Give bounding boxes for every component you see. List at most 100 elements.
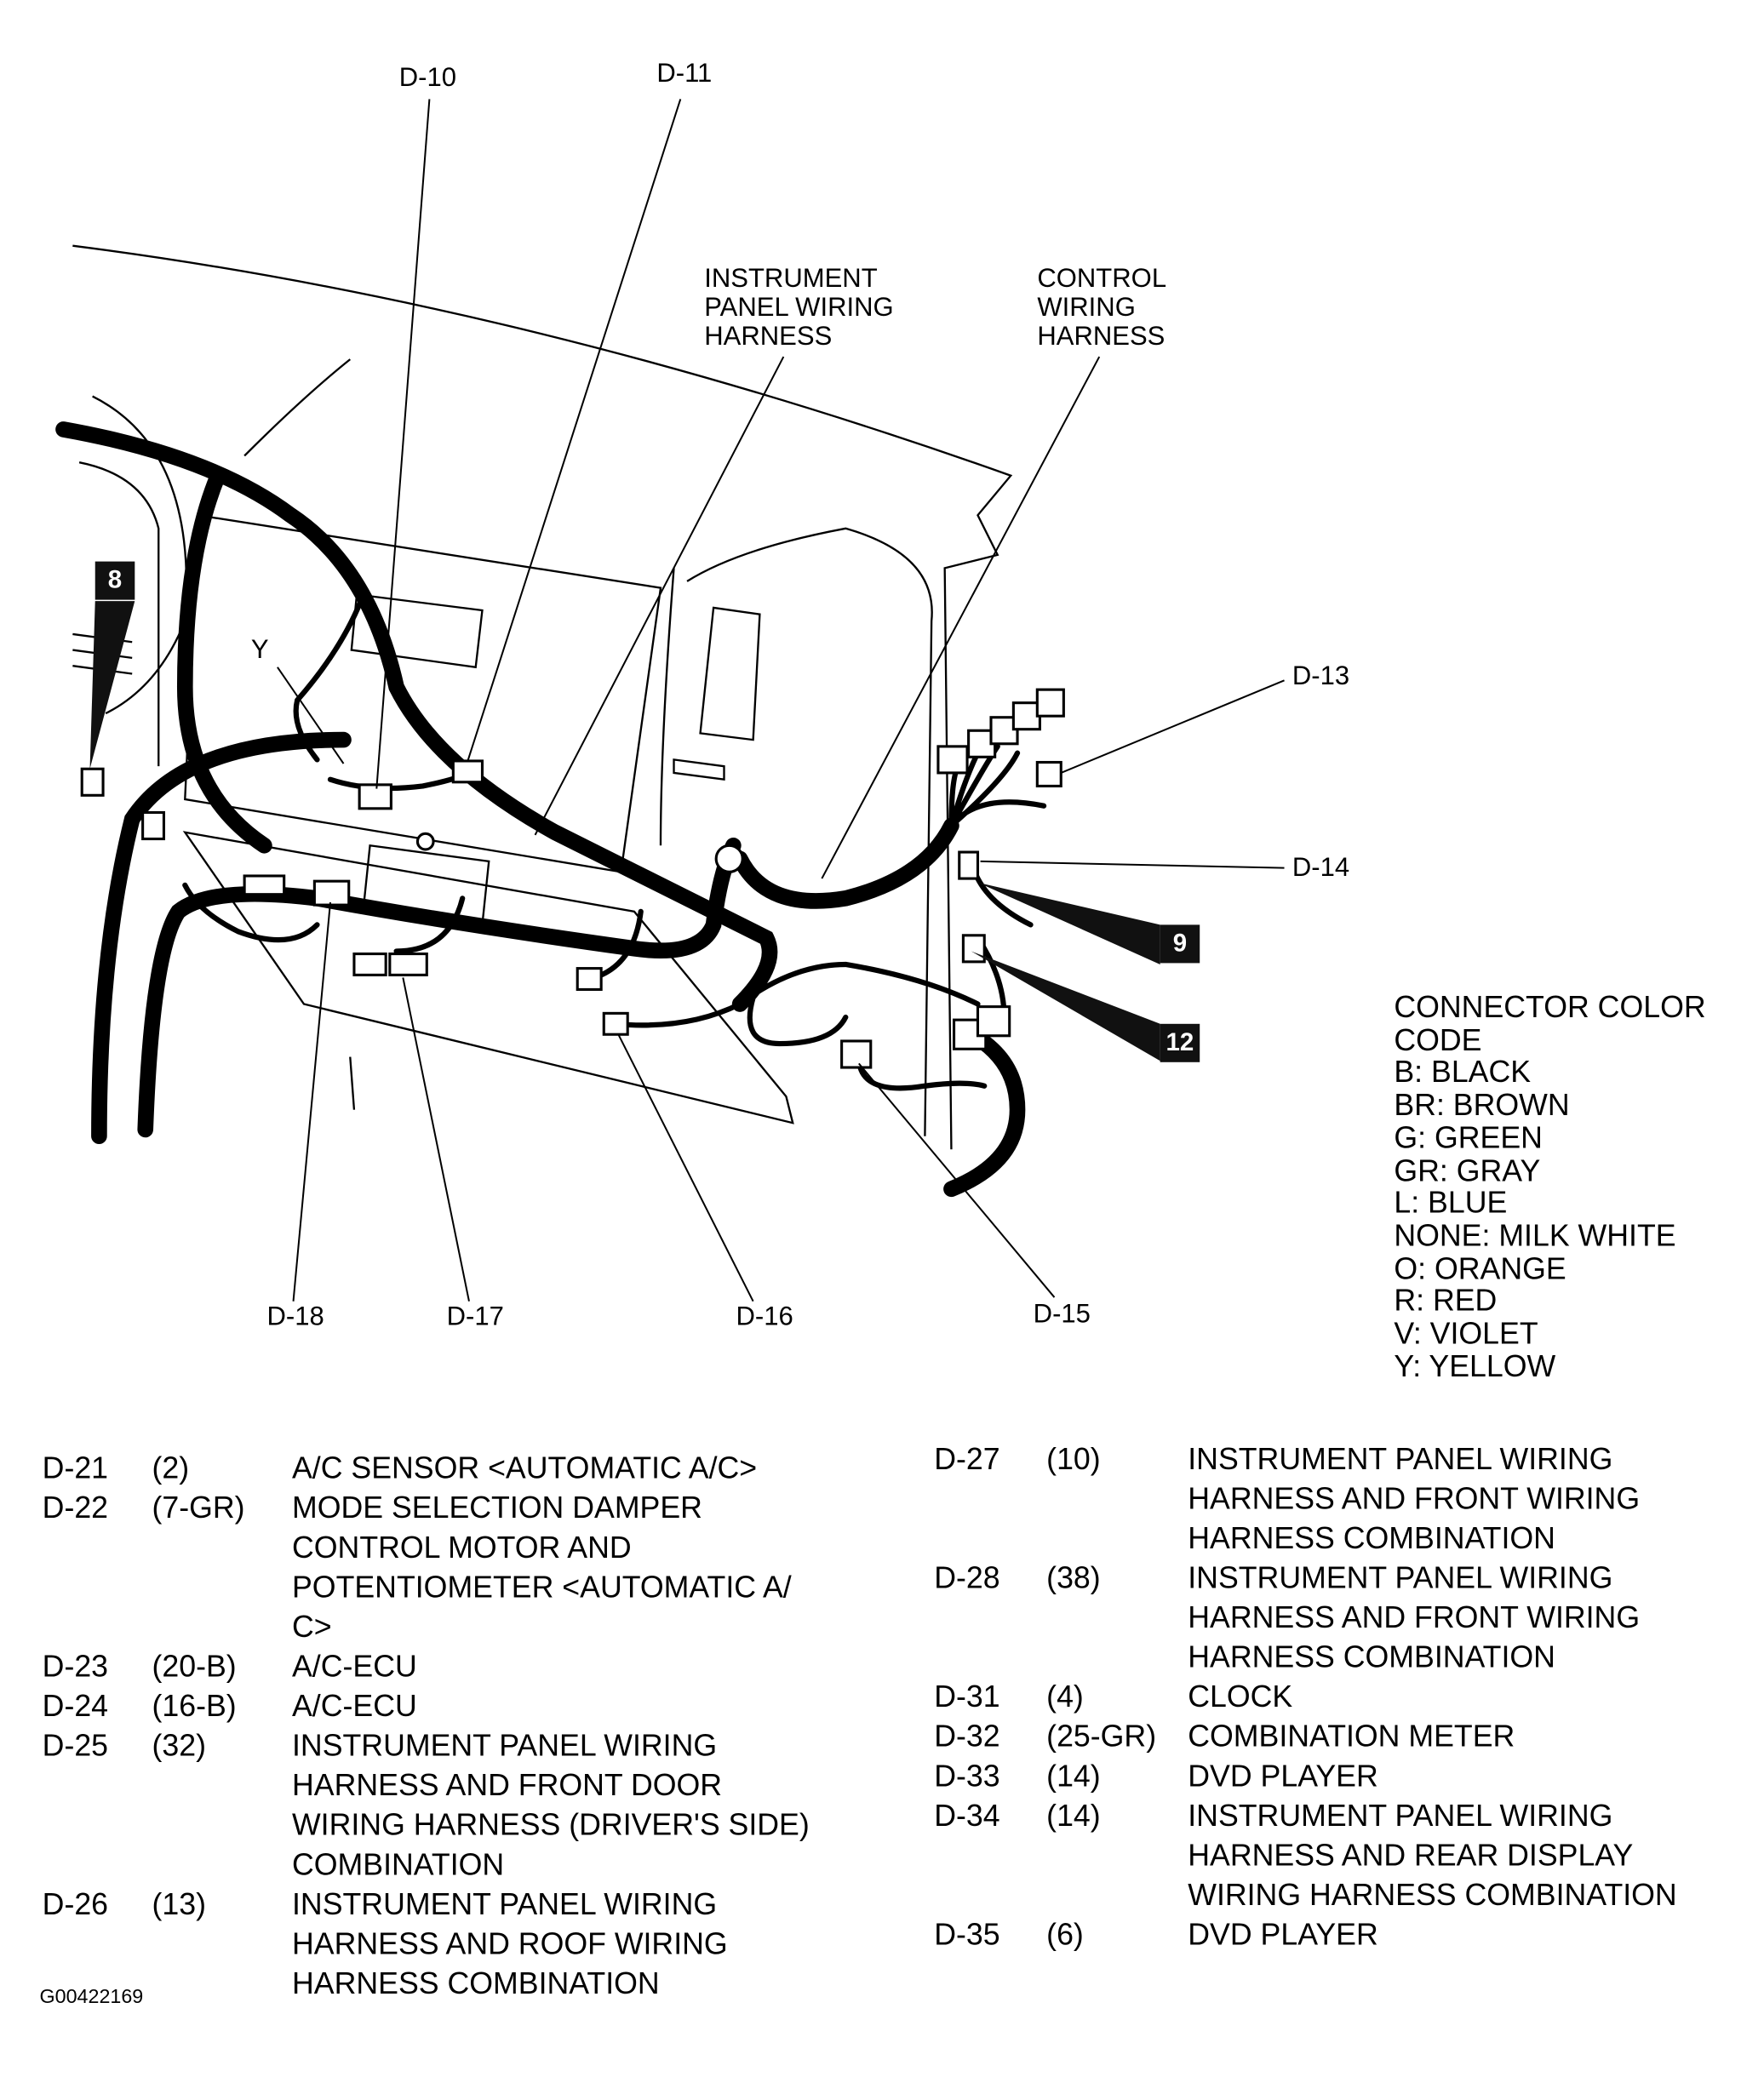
label-line: INSTRUMENT <box>704 264 878 294</box>
connector-description: INSTRUMENT PANEL WIRING <box>1188 1441 1613 1476</box>
connector-id: D-34 <box>934 1798 1000 1833</box>
connector-spec: (38) <box>1046 1559 1101 1595</box>
connector-description: HARNESS AND FRONT WIRING <box>1188 1599 1641 1634</box>
connector-spec: (14) <box>1046 1798 1101 1833</box>
color-code-item: V: VIOLET <box>1394 1315 1538 1351</box>
color-code-item: G: GREEN <box>1394 1119 1543 1155</box>
connector-description: HARNESS AND ROOF WIRING <box>291 1925 728 1961</box>
connector-row: D-35 (6) DVD PLAYER <box>934 1914 1676 1954</box>
connector-spec: (16-B) <box>152 1688 237 1723</box>
connector-description: INSTRUMENT PANEL WIRING <box>291 1728 718 1763</box>
connector-id: D-32 <box>934 1719 1000 1754</box>
connector-id: D-22 <box>42 1490 109 1525</box>
connector-id: D-23 <box>42 1648 109 1684</box>
connector-id: D-33 <box>934 1758 1000 1794</box>
label-line: HARNESS <box>704 322 833 352</box>
instrument-panel-harness-label: INSTRUMENT PANEL WIRING HARNESS <box>704 264 893 351</box>
label-line: PANEL WIRING <box>704 293 894 323</box>
callout-d10: D-10 <box>398 63 456 93</box>
connector-description: MODE SELECTION DAMPER <box>291 1490 702 1525</box>
connector-spec: (25-GR) <box>1046 1719 1157 1754</box>
connector-id: D-24 <box>42 1688 109 1723</box>
color-code-item: BR: BROWN <box>1394 1087 1570 1122</box>
callout-d11: D-11 <box>656 59 713 89</box>
connector-table-left: D-21(2)A/C SENSOR <AUTOMATIC A/C>D-22(7-… <box>43 1448 810 2003</box>
callout-d18: D-18 <box>266 1302 324 1332</box>
connector-spec: (13) <box>152 1886 206 1921</box>
connector-description: WIRING HARNESS (DRIVER'S SIDE) <box>291 1807 810 1842</box>
color-code-item: R: RED <box>1394 1283 1498 1318</box>
connector-spec: (10) <box>1046 1441 1101 1476</box>
connector-row: D-25 (32) INSTRUMENT PANEL WIRING HARNESS A… <box>43 1725 810 1884</box>
connector-description: A/C-ECU <box>291 1688 417 1723</box>
connector-row: D-27 (10) INSTRUMENT PANEL WIRING HARNESS A… <box>934 1439 1676 1558</box>
connector-description: INSTRUMENT PANEL WIRING <box>291 1886 718 1921</box>
callout-y: Y <box>250 635 269 665</box>
connector-id: D-28 <box>934 1559 1000 1595</box>
connector-description: HARNESS COMBINATION <box>291 1965 660 2000</box>
connector-row: D-28 (38) INSTRUMENT PANEL WIRING HARNESS A… <box>934 1558 1676 1677</box>
connector-spec: (14) <box>1046 1758 1101 1794</box>
connector-id: D-35 <box>934 1916 1000 1952</box>
connector-description: COMBINATION METER <box>1188 1719 1515 1754</box>
connector-description: DVD PLAYER <box>1188 1758 1378 1794</box>
connector-spec: (32) <box>152 1728 206 1763</box>
connector-id: D-31 <box>934 1679 1000 1714</box>
control-harness-label: CONTROL WIRING HARNESS <box>1037 264 1166 351</box>
callout-d14: D-14 <box>1292 853 1350 883</box>
connector-description: A/C-ECU <box>291 1648 417 1684</box>
figure-id: G00422169 <box>39 1985 144 2009</box>
callout-d13: D-13 <box>1292 661 1350 691</box>
connector-id: D-26 <box>42 1886 109 1921</box>
connector-description: DVD PLAYER <box>1188 1916 1378 1952</box>
color-code-item: NONE: MILK WHITE <box>1394 1217 1676 1253</box>
color-code-item: O: ORANGE <box>1394 1250 1566 1285</box>
connector-description: INSTRUMENT PANEL WIRING <box>1188 1798 1613 1833</box>
connector-description: HARNESS AND FRONT DOOR <box>291 1767 723 1802</box>
color-code-item: L: BLUE <box>1394 1185 1508 1220</box>
leader-lines <box>277 99 1285 1302</box>
connector-description: HARNESS AND REAR DISPLAY <box>1188 1837 1634 1873</box>
connector-row: D-23(20-B)A/C-ECU <box>43 1646 810 1686</box>
connector-row: D-24 (16-B) A/C-ECU <box>43 1685 810 1725</box>
connector-spec: (7-GR) <box>152 1490 245 1525</box>
callout-d15: D-15 <box>1033 1300 1091 1330</box>
reference-box-9: 9 <box>1160 924 1200 964</box>
connector-id: D-27 <box>934 1441 1000 1476</box>
callout-d16: D-16 <box>736 1302 793 1332</box>
color-code-item: B: BLACK <box>1394 1055 1532 1090</box>
reference-box-8: 8 <box>94 561 135 600</box>
connector-table-right: D-27 (10) INSTRUMENT PANEL WIRING HARNESS A… <box>934 1439 1676 1954</box>
connector-description: WIRING HARNESS COMBINATION <box>1188 1877 1677 1912</box>
connector-description: HARNESS COMBINATION <box>1188 1639 1555 1674</box>
connector-description: INSTRUMENT PANEL WIRING <box>1188 1559 1613 1595</box>
connector-id: D-25 <box>42 1728 109 1763</box>
connector-row: D-31 (4) CLOCK <box>934 1676 1676 1716</box>
legend-title: CODE <box>1394 1021 1482 1057</box>
connector-description: HARNESS AND FRONT WIRING <box>1188 1480 1641 1516</box>
callout-d17: D-17 <box>446 1302 504 1332</box>
connector-row: D-21(2)A/C SENSOR <AUTOMATIC A/C> <box>43 1448 810 1488</box>
connector-description: HARNESS COMBINATION <box>1188 1520 1555 1555</box>
connector-row: D-26 (13) INSTRUMENT PANEL WIRING HARNESS A… <box>43 1884 810 2003</box>
connector-spec: (6) <box>1046 1916 1084 1952</box>
connector-description: COMBINATION <box>291 1846 505 1882</box>
harness-illustration <box>55 99 1285 1302</box>
connector-description: C> <box>291 1609 332 1644</box>
label-line: CONTROL <box>1037 264 1167 294</box>
connector-description: CONTROL MOTOR AND <box>291 1530 632 1565</box>
connector-row: D-22 (7-GR) MODE SELECTION DAMPER CONTROL M… <box>43 1488 810 1646</box>
connector-description: POTENTIOMETER <AUTOMATIC A/ <box>291 1569 792 1605</box>
label-line: WIRING <box>1037 293 1136 323</box>
connector-spec: (4) <box>1046 1679 1084 1714</box>
dashboard-outline <box>72 244 1013 1150</box>
connectors <box>80 688 1065 1069</box>
connector-row: D-33 (14) DVD PLAYER <box>934 1756 1676 1796</box>
connector-spec: (2) <box>152 1450 190 1485</box>
connector-description: CLOCK <box>1188 1679 1293 1714</box>
label-line: HARNESS <box>1037 322 1166 352</box>
legend-title: CONNECTOR COLOR <box>1394 989 1706 1024</box>
connector-description: A/C SENSOR <AUTOMATIC A/C> <box>291 1450 758 1485</box>
